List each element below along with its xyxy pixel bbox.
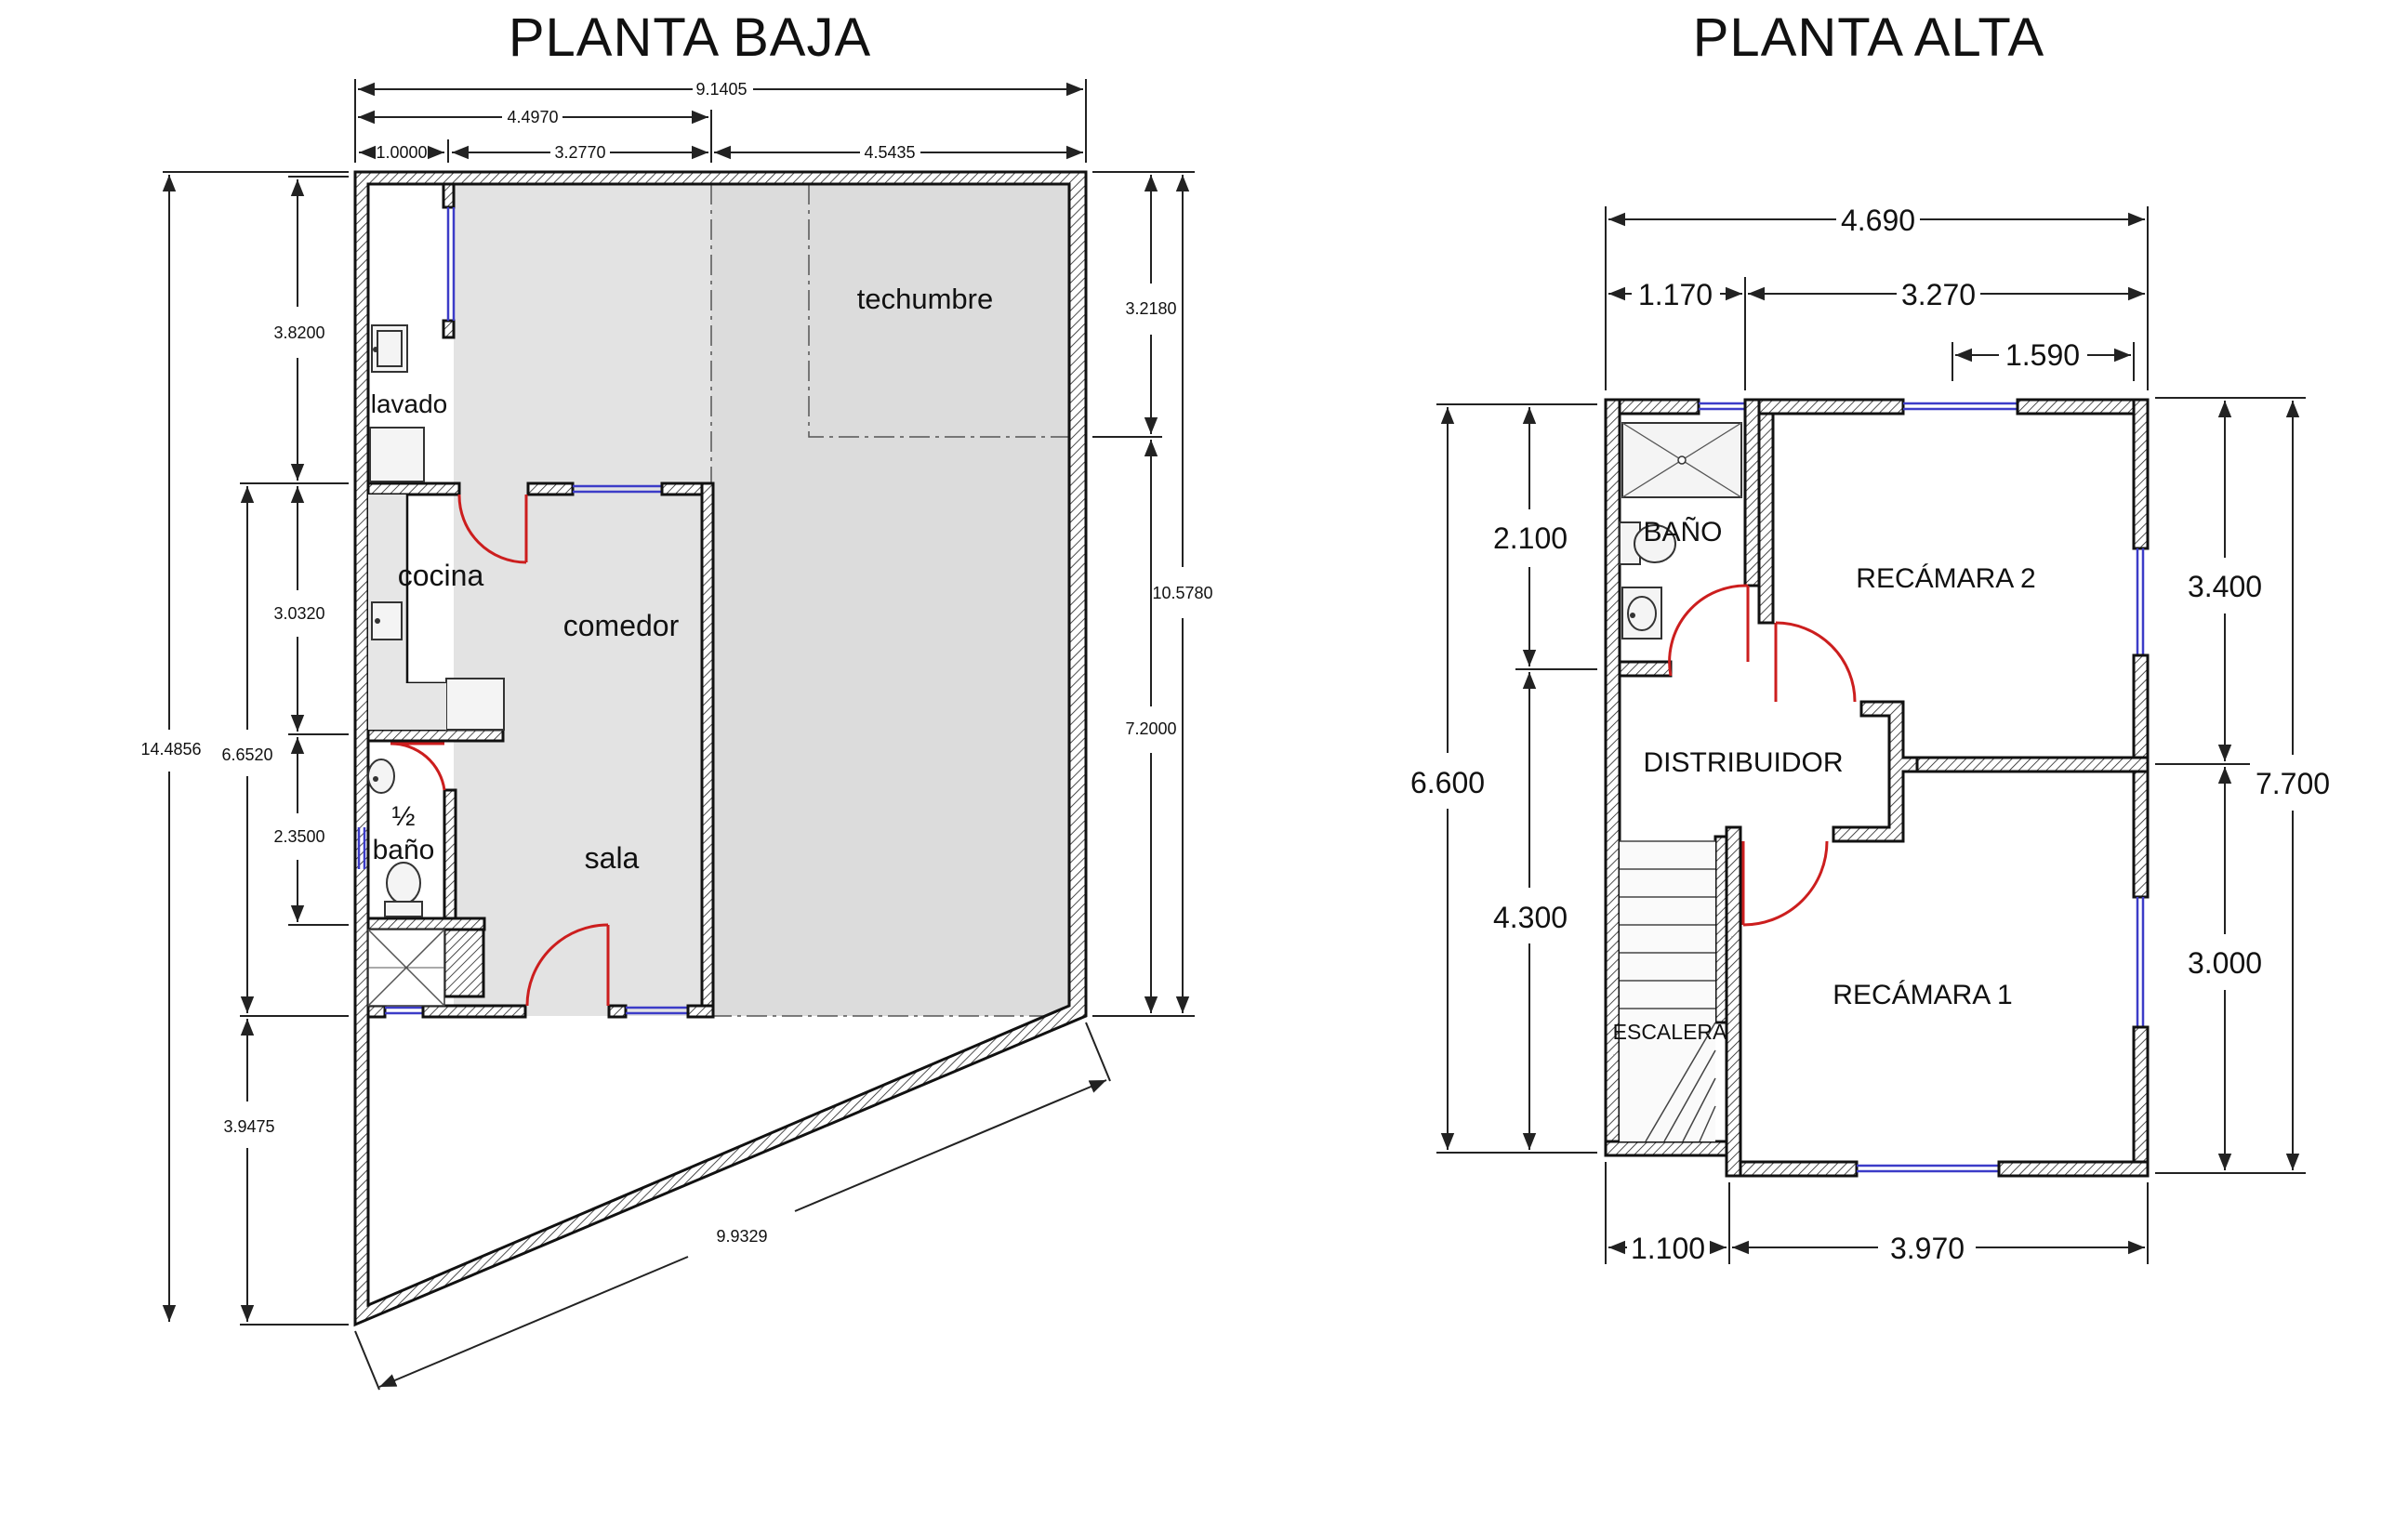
dim-right-a: 3.2180 bbox=[1125, 299, 1176, 318]
upper-bath-door bbox=[1668, 584, 1750, 677]
room-label-techumbre: techumbre bbox=[857, 283, 993, 315]
house-bottom-wall-d bbox=[686, 1004, 715, 1019]
house-bottom-wall-b bbox=[421, 1004, 527, 1019]
roof-area-left bbox=[454, 184, 707, 483]
ground-stairs bbox=[367, 929, 445, 1007]
toilet bbox=[386, 862, 421, 904]
dim-upper-right-b: 3.000 bbox=[2188, 946, 2262, 980]
shower bbox=[1621, 422, 1742, 498]
bath-door bbox=[390, 742, 446, 791]
bed1-bottom-wall-a bbox=[1725, 1160, 1859, 1178]
upper-right-wall-c bbox=[2132, 1025, 2150, 1178]
upper-sink bbox=[1621, 587, 1662, 640]
room-label-comedor: comedor bbox=[563, 609, 680, 642]
half-bath-sink bbox=[367, 758, 395, 794]
dim-left-b: 3.0320 bbox=[273, 604, 324, 623]
cocina-top-wall bbox=[366, 481, 461, 496]
lavado-wall-top bbox=[442, 182, 456, 209]
kitchen-counter bbox=[368, 495, 407, 683]
dim-left-a: 3.8200 bbox=[273, 323, 324, 342]
dim-right-total: 10.5780 bbox=[1152, 584, 1212, 602]
room-label-hall: DISTRIBUIDOR bbox=[1643, 747, 1843, 778]
bed2-left-wall bbox=[1757, 412, 1775, 625]
dim-left-mid: 6.6520 bbox=[221, 745, 272, 764]
room-label-bedroom2: RECÁMARA 2 bbox=[1856, 563, 2035, 594]
room-label-half-bath-fraction: ½ bbox=[391, 801, 415, 832]
room-label-cocina: cocina bbox=[398, 559, 484, 592]
room-label-stairs: ESCALERA bbox=[1613, 1020, 1727, 1044]
cocina-bottom-wall bbox=[366, 728, 505, 743]
house-bottom-wall-c bbox=[607, 1004, 628, 1019]
ground-floor-title: PLANTA BAJA bbox=[509, 7, 871, 68]
dim-total-width: 9.1405 bbox=[695, 80, 747, 99]
bedroom-partition bbox=[1901, 756, 2150, 773]
dim-upper-bottom-a: 1.100 bbox=[1631, 1232, 1705, 1265]
dim-left-bottom: 3.9475 bbox=[223, 1117, 274, 1136]
upper-right-wall-b bbox=[2132, 653, 2150, 899]
bed2-door bbox=[1774, 621, 1857, 703]
stair-partition-up bbox=[1713, 835, 1728, 1024]
dim-upper-right-a: 3.400 bbox=[2188, 570, 2262, 603]
room-label-sala: sala bbox=[585, 841, 640, 875]
dim-left-total: 14.4856 bbox=[140, 740, 201, 758]
bath-right-wall bbox=[443, 788, 457, 922]
upper-toilet bbox=[1619, 521, 1676, 565]
roof-guide-line bbox=[808, 184, 1069, 438]
dim-upper-left-a: 2.100 bbox=[1493, 521, 1568, 555]
main-door bbox=[525, 923, 610, 1007]
upper-dimensions: 4.690 1.170 3.270 1.590 2.100 4.300 bbox=[1410, 204, 2330, 1265]
dim-upper-top-b: 3.270 bbox=[1901, 278, 1976, 311]
bed1-left-wall bbox=[1725, 825, 1742, 1178]
bed1-door bbox=[1741, 840, 1829, 927]
house-bottom-wall-a bbox=[366, 1004, 387, 1019]
bed1-bottom-wall-b bbox=[1997, 1160, 2150, 1178]
ground-dimensions: 9.1405 4.4970 1.0000 3.2770 4.5435 3 bbox=[140, 79, 1213, 1391]
washer bbox=[369, 427, 425, 482]
stair-bottom-wall bbox=[1604, 1140, 1742, 1157]
dim-left-c: 2.3500 bbox=[273, 827, 324, 846]
dim-upper-bottom-b: 3.970 bbox=[1890, 1232, 1965, 1265]
bath-bottom-wall-up bbox=[1618, 660, 1673, 678]
stove bbox=[445, 678, 505, 731]
comedor-top-wall-a bbox=[526, 481, 575, 496]
dim-upper-top-a: 1.170 bbox=[1638, 278, 1713, 311]
room-label-lavado: lavado bbox=[371, 389, 448, 418]
hall-notch-wall bbox=[1832, 700, 1919, 843]
dim-seg-c: 4.5435 bbox=[864, 143, 915, 162]
bed2-top-wall-b bbox=[2016, 398, 2150, 416]
dim-diagonal: 9.9329 bbox=[716, 1227, 767, 1246]
lavado-wall-bottom bbox=[442, 319, 456, 339]
upper-floor-plan: BAÑO RECÁMARA 2 DISTRIBUIDOR RECÁMARA 1 … bbox=[1410, 204, 2330, 1265]
dim-upper-left-b: 4.300 bbox=[1493, 901, 1568, 934]
room-label-bath: BAÑO bbox=[1643, 516, 1722, 547]
dim-seg-a: 1.0000 bbox=[376, 143, 427, 162]
house-right-wall bbox=[700, 481, 715, 1018]
bath-right-wall-up bbox=[1743, 398, 1761, 587]
cocina-door bbox=[457, 494, 528, 564]
kitchen-sink bbox=[371, 601, 403, 640]
upper-floor-title: PLANTA ALTA bbox=[1693, 7, 2044, 68]
dim-upper-left-total: 6.600 bbox=[1410, 766, 1485, 799]
bath-bottom-wall bbox=[366, 917, 486, 931]
ground-floor-plan: techumbre lavado cocina comedor ½ baño s… bbox=[140, 79, 1213, 1391]
dim-upper-total-width: 4.690 bbox=[1841, 204, 1915, 237]
dim-upper-top-c: 1.590 bbox=[2005, 338, 2080, 372]
dim-right-b: 7.2000 bbox=[1125, 719, 1176, 738]
upper-right-wall-a bbox=[2132, 398, 2150, 550]
bed2-top-wall-a bbox=[1757, 398, 1905, 416]
dim-seg-b: 3.2770 bbox=[554, 143, 605, 162]
room-label-bedroom1: RECÁMARA 1 bbox=[1832, 980, 2012, 1010]
dim-upper-right-total: 7.700 bbox=[2256, 767, 2330, 800]
roof-area-right bbox=[711, 184, 1069, 1016]
upper-stairs bbox=[1620, 840, 1716, 1142]
stair-partition bbox=[443, 928, 485, 998]
dim-left-width: 4.4970 bbox=[507, 108, 558, 126]
room-label-half-bath: baño bbox=[373, 835, 435, 865]
